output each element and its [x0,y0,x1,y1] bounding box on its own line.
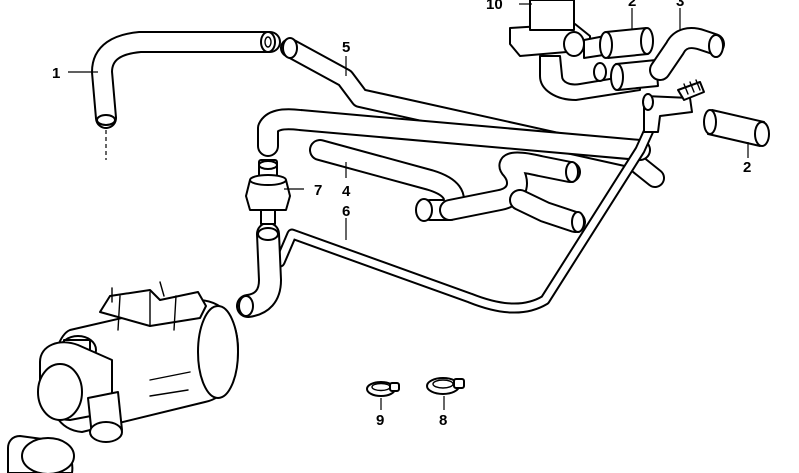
hose-clamp-9 [366,381,400,397]
leader-lines [68,3,749,410]
hose-clamp-8 [426,377,465,395]
air-pump [7,281,239,473]
callout-10: 10 [486,0,503,13]
hose-elbow-3 [649,27,725,81]
check-valve-7 [245,159,291,225]
hose-sleeve-2-upper [599,27,659,91]
callout-2-lower: 2 [743,159,751,176]
t-connector [642,79,705,133]
hose-6 [274,122,656,314]
callout-6: 6 [342,203,350,220]
callout-5: 5 [342,39,350,56]
hose-valve-to-pump [236,222,282,318]
callout-numbers: 1 5 4 6 7 10 2 3 2 9 8 [52,0,751,429]
callout-4: 4 [342,183,351,200]
hose-4 [257,108,651,233]
hose-sleeve-2-lower [703,109,770,147]
hose-1 [91,31,281,160]
callout-9: 9 [376,412,384,429]
callout-8: 8 [439,412,447,429]
callout-2-upper: 2 [628,0,636,10]
callout-1: 1 [52,65,60,82]
hose-5 [280,37,665,188]
callout-3: 3 [676,0,684,10]
callout-7: 7 [314,182,322,199]
